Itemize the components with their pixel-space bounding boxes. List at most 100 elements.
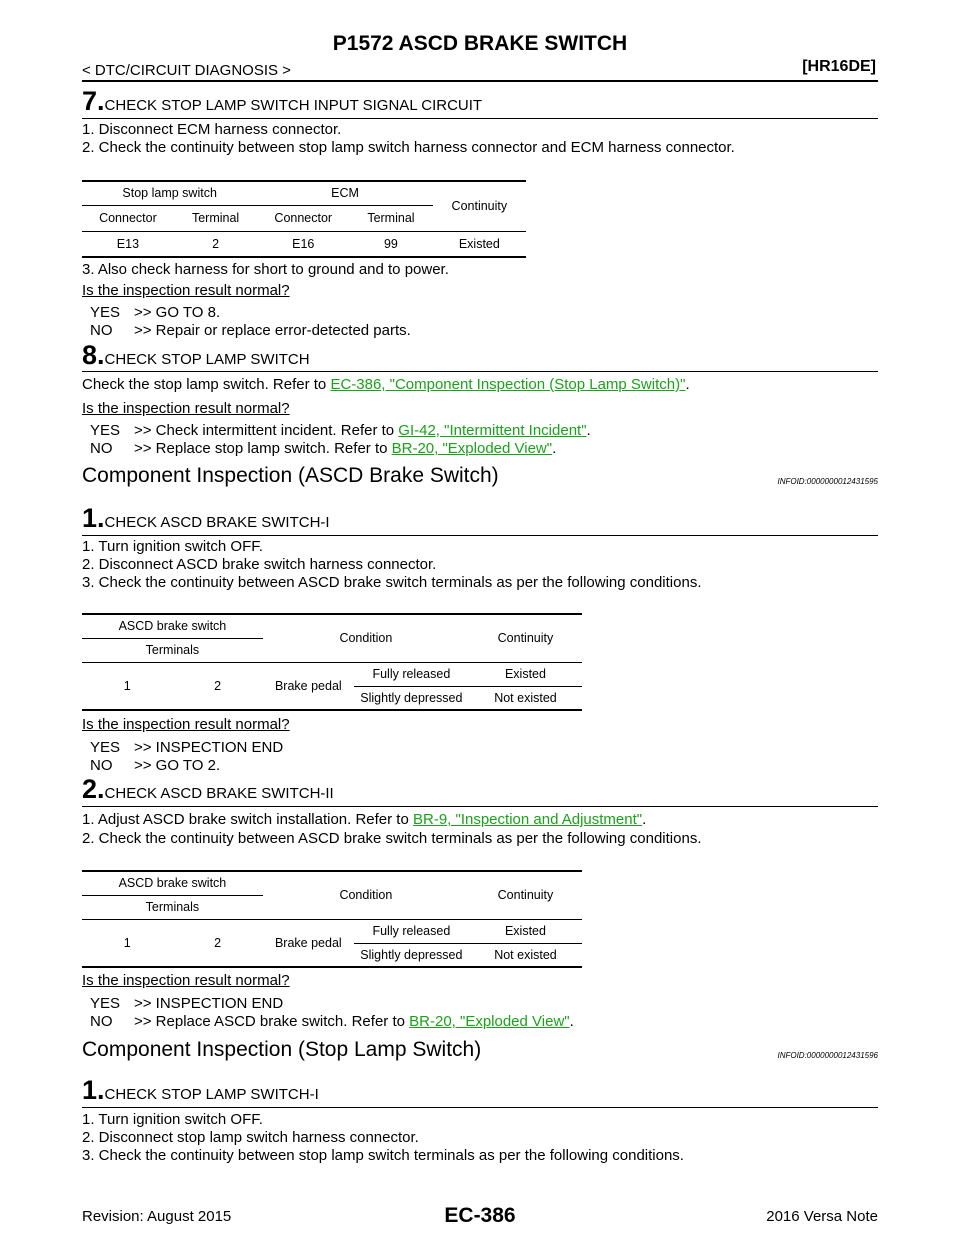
answer-text: . [569,1013,574,1030]
answer-key: YES [90,422,121,439]
table-cell: 1 [82,662,173,711]
answer-yes: YES >> Check intermittent incident. Refer… [90,422,591,439]
gi-42-link[interactable]: GI-42, "Intermittent Incident" [398,422,587,439]
page-number: EC-386 [444,1204,516,1227]
table-row: E13 2 E16 99 Existed [82,231,526,257]
br-20-link[interactable]: BR-20, "Exploded View" [409,1013,570,1030]
instruction-line: 2. Disconnect stop lamp switch harness c… [82,1129,419,1146]
instruction-line: 1. Disconnect ECM harness connector. [82,121,342,138]
answer-text: . [586,422,591,439]
inspection-question: Is the inspection result normal? [82,282,290,299]
page-title: P1572 ASCD BRAKE SWITCH [332,32,628,55]
step-number: 7. [82,86,105,116]
step-rule [82,535,878,536]
table-header: Terminals [82,894,263,919]
step-number: 1. [82,1075,105,1105]
instruction-line: 2. Check the continuity between ASCD bra… [82,830,702,847]
answer-key: NO [90,757,113,774]
table-cell: Existed [468,919,582,944]
step-rule [82,371,878,372]
step-title: CHECK STOP LAMP SWITCH INPUT SIGNAL CIRC… [104,97,483,114]
answer-text: >> Check intermittent incident. Refer to [134,422,399,439]
answer-no: NO >> GO TO 2. [90,757,220,774]
answer-text: . [552,440,557,457]
answer-text: >> INSPECTION END [134,995,284,1012]
answer-text: >> INSPECTION END [134,739,284,756]
answer-no: NO >> Repair or replace error-detected pa… [90,322,411,339]
instruction-line: 2. Check the continuity between stop lam… [82,139,735,156]
answer-key: YES [90,304,121,321]
table-cell: 1 [82,919,173,968]
table-cell: 99 [383,236,398,251]
instruction-line: 2. Disconnect ASCD brake switch harness … [82,556,437,573]
answer-yes: YES >> INSPECTION END [90,739,283,756]
table-header: Continuity [451,199,508,214]
step-rule [82,118,878,119]
table-cell: Brake pedal [262,662,354,711]
answer-key: NO [90,322,113,339]
table-cell: Existed [468,662,582,687]
table-header: Terminals [82,637,263,662]
line-text: 1. Adjust ASCD brake switch installation… [82,811,413,828]
table-header: Connector [257,204,350,231]
section-heading: Component Inspection (Stop Lamp Switch) [82,1038,482,1061]
step-title: CHECK ASCD BRAKE SWITCH-I [104,514,330,531]
table-cell: Fully released [353,919,469,944]
table-row: 1 2 Brake pedal Fully released Existed [82,919,582,968]
answer-no: NO>> Replace ASCD brake switch. Refer to… [90,1013,574,1030]
table-header: ECM [331,186,359,201]
br-20-link[interactable]: BR-20, "Exploded View" [391,440,553,457]
answer-key: YES [90,995,121,1012]
inspection-question: Is the inspection result normal? [82,972,290,989]
table-header: ASCD brake switch [118,876,227,891]
line-text: . [642,811,647,828]
continuity-table: Stop lamp switch ECM Continuity Connecto… [82,180,526,258]
table-cell: Not existed [494,690,557,705]
table-header: Condition [339,631,393,646]
line-text: . [685,376,690,393]
br-9-link[interactable]: BR-9, "Inspection and Adjustment" [413,811,643,828]
table-cell: Slightly depressed [360,947,463,962]
answer-no: NO>> Replace stop lamp switch. Refer to … [90,440,556,457]
answer-text: >> Repair or replace error-detected part… [134,322,411,339]
table-cell: 2 [172,919,263,968]
step-2-heading: 2.CHECK ASCD BRAKE SWITCH-II [82,774,334,805]
revision-date: Revision: August 2015 [82,1208,232,1225]
table-header: Stop lamp switch [122,186,217,201]
answer-text: >> Replace stop lamp switch. Refer to [134,440,392,457]
table-header: Connector [82,204,174,231]
step-rule [82,1107,878,1108]
info-id: INFOID:0000000012431595 [777,477,878,486]
answer-key: YES [90,739,121,756]
answer-text: >> Replace ASCD brake switch. Refer to [134,1013,410,1030]
step-number: 8. [82,340,105,370]
breadcrumb: < DTC/CIRCUIT DIAGNOSIS > [82,62,291,79]
instruction-line: 1. Turn ignition switch OFF. [82,538,263,555]
inspection-question: Is the inspection result normal? [82,716,290,733]
instruction-line: 3. Check the continuity between stop lam… [82,1147,684,1164]
table-cell: E16 [292,236,315,251]
ec-386-link[interactable]: EC-386, "Component Inspection (Stop Lamp… [330,376,686,393]
answer-text: >> GO TO 2. [134,757,221,774]
table-cell: 2 [212,236,220,251]
table-header: ASCD brake switch [118,619,227,634]
table-row: 1 2 Brake pedal Fully released Existed [82,662,582,711]
info-id: INFOID:0000000012431596 [777,1051,878,1060]
model-name: 2016 Versa Note [766,1208,878,1225]
step-7-heading: 7.CHECK STOP LAMP SWITCH INPUT SIGNAL CI… [82,86,482,117]
instruction-line: 3. Check the continuity between ASCD bra… [82,574,702,591]
table-header: Condition [339,888,393,903]
answer-text: >> GO TO 8. [134,304,221,321]
table-cell: Slightly depressed [360,690,463,705]
table-cell: Not existed [494,947,557,962]
step-title: CHECK STOP LAMP SWITCH-I [104,1086,319,1103]
table-cell: Existed [458,236,500,251]
instruction-line: Check the stop lamp switch. Refer to EC-… [82,376,690,393]
table-header: Terminal [173,204,258,231]
answer-key: NO [90,440,113,457]
engine-code: [HR16DE] [802,58,876,75]
instruction-line: 3. Also check harness for short to groun… [82,261,449,278]
line-text: Check the stop lamp switch. Refer to [82,376,331,393]
instruction-line: 1. Turn ignition switch OFF. [82,1111,263,1128]
step-title: CHECK STOP LAMP SWITCH [104,351,310,368]
